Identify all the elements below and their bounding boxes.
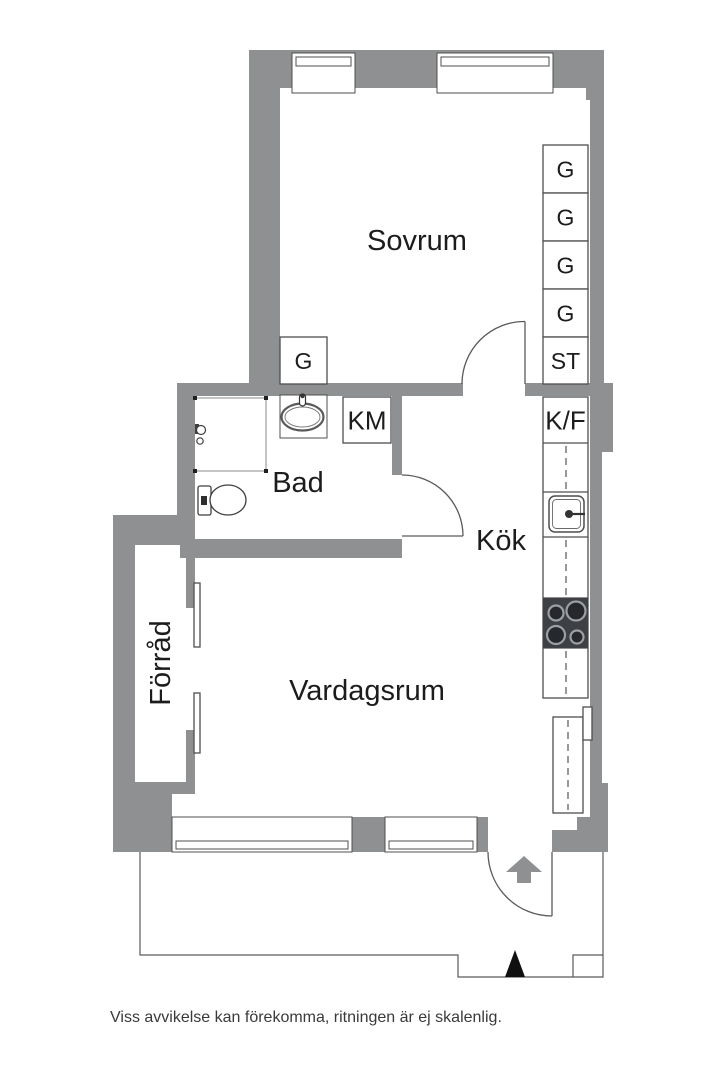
wall-right-step <box>586 88 604 100</box>
entrance-marker-icon <box>505 950 525 977</box>
shower-dot <box>264 469 268 473</box>
counter-centerlines <box>565 446 569 810</box>
burner <box>547 604 565 622</box>
kitchen-sink-icon <box>548 495 585 533</box>
washing-machine <box>342 396 392 444</box>
storage-sliding-door <box>193 582 201 648</box>
wardrobe-label: G <box>557 157 575 183</box>
wall-bedroom-right <box>590 88 604 384</box>
landing-step <box>572 954 603 977</box>
window-bedroom-right-glazing <box>440 56 550 67</box>
burner <box>565 600 587 622</box>
cleaning-closet <box>542 336 589 385</box>
bath-sink-icon <box>279 393 328 439</box>
bedroom-door-swing <box>461 320 526 385</box>
entry-arrow-icon <box>506 856 542 883</box>
shower-dot <box>193 396 197 400</box>
cabinet-labels: G G G G ST G KM K/F <box>295 157 586 436</box>
bedroom-closet <box>279 336 328 385</box>
toilet-icon <box>197 484 247 516</box>
wall-entrance-left-jamb <box>477 817 488 852</box>
stove-icon <box>543 598 588 648</box>
window-bedroom-left-glazing <box>295 56 352 67</box>
walls <box>113 50 613 852</box>
sink-drain <box>565 510 573 518</box>
wall-band-left <box>177 383 463 396</box>
wardrobe-label: G <box>557 205 575 231</box>
shower-outline <box>195 397 267 472</box>
disclaimer-text: Viss avvikelse kan förekomma, ritningen … <box>110 1009 502 1026</box>
living-room-label: Vardagsrum <box>289 675 445 707</box>
toilet-button <box>201 496 207 505</box>
bedroom-closet-label: G <box>295 348 313 374</box>
shower-dot <box>264 396 268 400</box>
room-labels: Sovrum Bad Kök Vardagsrum Förråd <box>145 225 526 707</box>
bedroom-label: Sovrum <box>367 225 467 257</box>
wall-storage-top-stub <box>186 545 195 608</box>
bathroom-door-swing <box>401 474 464 537</box>
shower-mixer-knob <box>196 437 204 445</box>
storage-sliding-door <box>193 692 201 754</box>
kitchen-label: Kök <box>476 525 526 557</box>
entrance-door-swing <box>487 851 553 917</box>
wall-entrance-right-upper <box>577 817 608 830</box>
landing-edge <box>139 852 604 978</box>
fridge-freezer-label: K/F <box>545 406 585 436</box>
bathroom-label: Bad <box>272 467 324 499</box>
wall-bedroom-left <box>249 50 280 396</box>
wardrobe-label: G <box>557 301 575 327</box>
wall-bottom-left-block <box>113 786 172 852</box>
wall-band-right <box>525 383 604 396</box>
wall-bath-bottom <box>180 539 402 558</box>
wardrobe-cabinet <box>542 192 589 242</box>
windows <box>171 52 554 853</box>
landing-outline <box>139 852 604 978</box>
basin-inner <box>284 406 321 428</box>
wall-pilaster <box>590 383 613 452</box>
burner <box>545 624 567 646</box>
wardrobe-cabinet <box>542 288 589 338</box>
shower-area <box>193 396 268 473</box>
wardrobe-cabinet <box>542 144 589 194</box>
wall-entrance-right <box>552 830 608 852</box>
toilet-bowl <box>209 484 247 516</box>
window-living-left-glazing <box>175 840 349 850</box>
wall-bath-left <box>177 383 195 545</box>
wall-left-exterior <box>113 515 135 852</box>
wall-window-pier <box>352 817 385 852</box>
basin-faucet-knob <box>300 393 305 399</box>
doors <box>401 320 553 917</box>
wall-kitchen-right <box>590 452 602 783</box>
washing-machine-label: KM <box>348 406 387 436</box>
window-living-right-glazing <box>388 840 474 850</box>
shower-mixer-knob <box>195 424 207 436</box>
burner <box>569 629 585 645</box>
basin-outer <box>280 402 325 432</box>
wardrobe-label: G <box>557 253 575 279</box>
shower-dot <box>193 469 197 473</box>
wall-storage-bottom-stub <box>186 730 195 786</box>
storage-label: Förråd <box>145 620 177 705</box>
cleaning-closet-label: ST <box>551 348 580 374</box>
wall-bath-right <box>392 395 402 475</box>
wall-niche <box>582 706 593 741</box>
